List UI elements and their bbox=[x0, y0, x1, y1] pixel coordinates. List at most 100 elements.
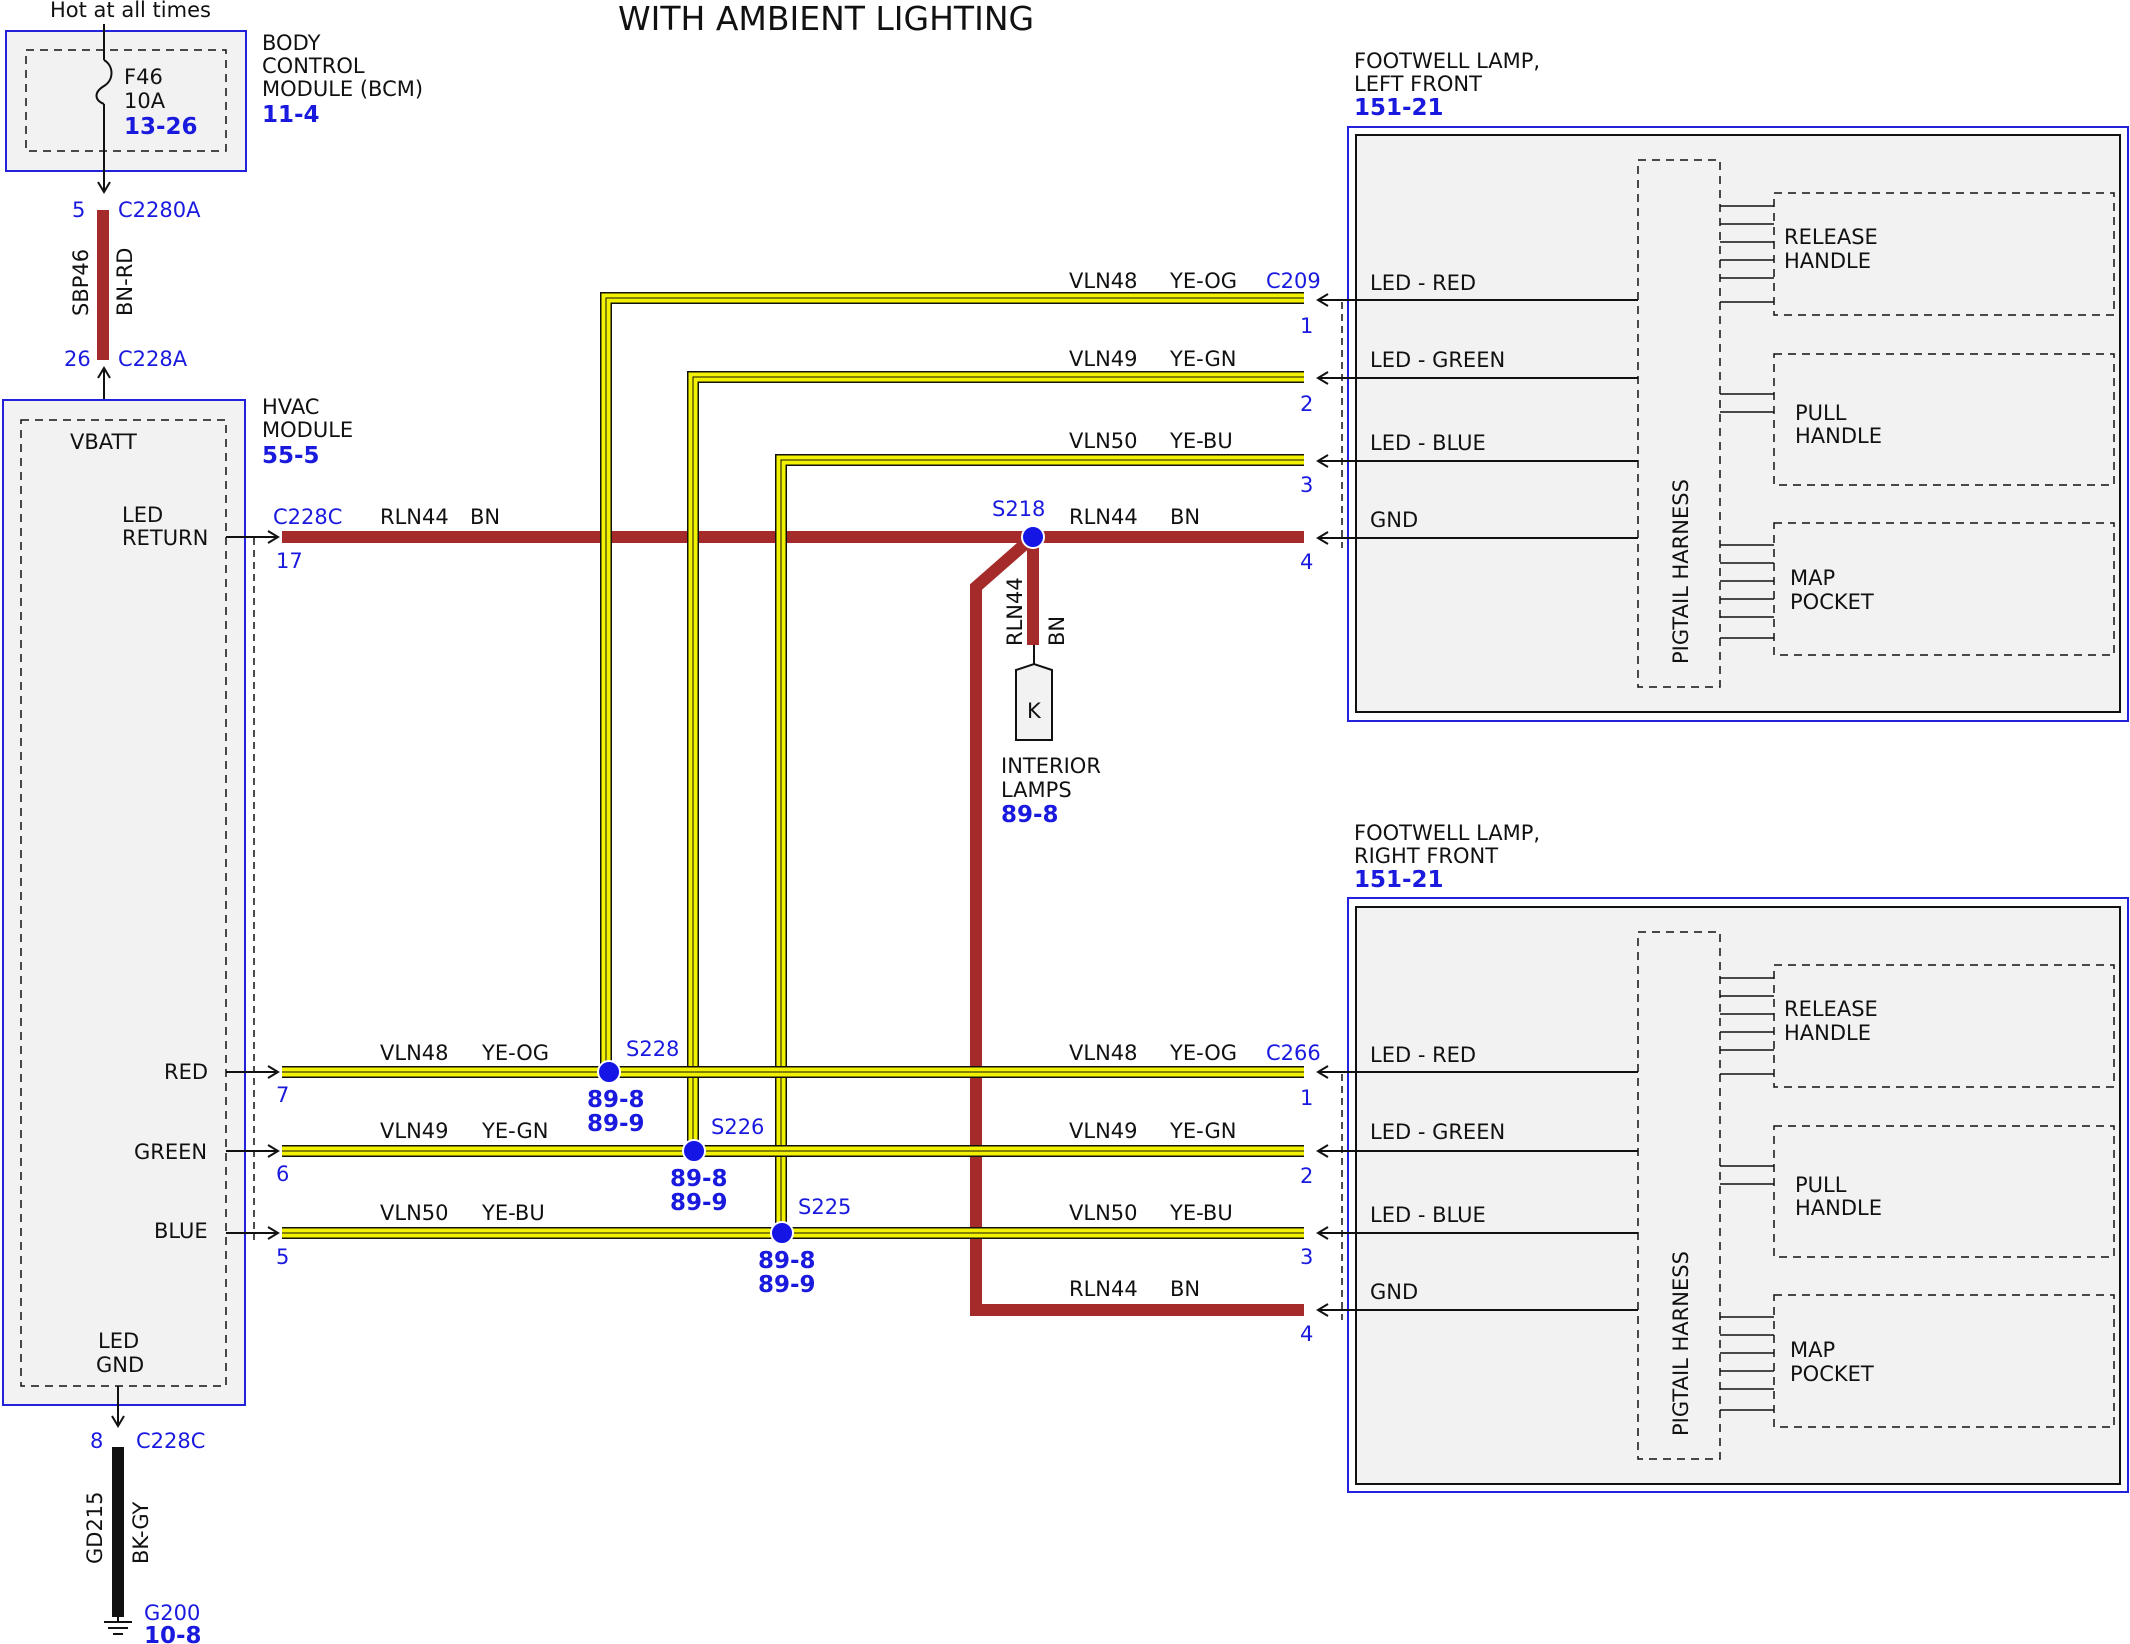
footwell-right-release-line2: HANDLE bbox=[1784, 1021, 1871, 1045]
footwell-right-signal-red: LED - RED bbox=[1370, 1043, 1476, 1067]
footwell-right-release-handle-lamp bbox=[1773, 964, 2115, 1088]
fuse-name: F46 bbox=[124, 65, 163, 89]
wire-vln50-left-front bbox=[775, 454, 1304, 1233]
ground-circuit-label: GD215 bbox=[83, 1491, 107, 1564]
vln50-right-color: YE-BU bbox=[1169, 1201, 1233, 1225]
footwell-left-module bbox=[1347, 126, 2129, 722]
hvac-pin-7: 7 bbox=[276, 1083, 289, 1107]
ground-name: G200 bbox=[144, 1601, 200, 1625]
hvac-led-gnd-line2: GND bbox=[96, 1353, 144, 1377]
bcm-ref: 11-4 bbox=[262, 102, 320, 128]
splice-s225 bbox=[770, 1221, 794, 1245]
splice-s225-ref2: 89-9 bbox=[758, 1272, 816, 1298]
splice-s218-label: S218 bbox=[992, 497, 1045, 521]
footwell-right-map-line1: MAP bbox=[1790, 1338, 1835, 1362]
footwell-right-ref: 151-21 bbox=[1354, 867, 1444, 893]
interior-lamps-letter: K bbox=[1027, 699, 1042, 723]
vln49-right-color: YE-GN bbox=[1169, 1119, 1236, 1143]
footwell-left-name-line1: FOOTWELL LAMP, bbox=[1354, 49, 1540, 73]
hvac-module bbox=[2, 399, 246, 1406]
vln48-top-circuit: VLN48 bbox=[1069, 269, 1138, 293]
splice-s228 bbox=[597, 1060, 621, 1084]
rln44-left-color: BN bbox=[470, 505, 500, 529]
power-label: Hot at all times bbox=[50, 0, 211, 22]
footwell-left-signal-blue: LED - BLUE bbox=[1370, 431, 1486, 455]
rln44-bottom-color: BN bbox=[1170, 1277, 1200, 1301]
feed-bottom-connector: C228A bbox=[118, 347, 188, 371]
wire-sbp46 bbox=[97, 210, 109, 360]
footwell-right-map-line2: POCKET bbox=[1790, 1362, 1874, 1386]
footwell-left-pin-2: 2 bbox=[1300, 392, 1313, 416]
footwell-right-pigtail-harness bbox=[1637, 931, 1721, 1460]
rln44-right-circuit: RLN44 bbox=[1069, 505, 1138, 529]
footwell-left-signal-gnd: GND bbox=[1370, 508, 1418, 532]
footwell-left-pin-4: 4 bbox=[1300, 550, 1313, 574]
footwell-left-pigtail-harness bbox=[1637, 159, 1721, 688]
vln50-right-circuit: VLN50 bbox=[1069, 1201, 1138, 1225]
hvac-vbatt-label: VBATT bbox=[70, 430, 137, 454]
footwell-right-pin-2: 2 bbox=[1300, 1164, 1313, 1188]
fuse-f46-symbol bbox=[95, 59, 113, 105]
diagram-title: WITH AMBIENT LIGHTING bbox=[618, 0, 1034, 38]
rln44-bottom-circuit: RLN44 bbox=[1069, 1277, 1138, 1301]
footwell-left-pull-line1: PULL bbox=[1795, 401, 1847, 425]
vln48-right-color: YE-OG bbox=[1169, 1041, 1237, 1065]
footwell-left-connector: C209 bbox=[1266, 269, 1321, 293]
splice-s226 bbox=[682, 1139, 706, 1163]
vln49-left-circuit: VLN49 bbox=[380, 1119, 449, 1143]
hvac-led-return-line1: LED bbox=[122, 503, 163, 527]
hvac-ref: 55-5 bbox=[262, 443, 320, 469]
fuse-rating: 10A bbox=[124, 89, 166, 113]
ground-pin: 8 bbox=[90, 1429, 103, 1453]
footwell-left-pin-1: 1 bbox=[1300, 314, 1313, 338]
interior-lamps-name-line1: INTERIOR bbox=[1001, 754, 1101, 778]
ground-connector: C228C bbox=[136, 1429, 205, 1453]
hvac-pin-5: 5 bbox=[276, 1245, 289, 1269]
feed-bottom-pin: 26 bbox=[64, 347, 91, 371]
bcm-name-line3: MODULE (BCM) bbox=[262, 77, 423, 101]
hvac-name-line2: MODULE bbox=[262, 418, 353, 442]
splice-s226-ref2: 89-9 bbox=[670, 1190, 728, 1216]
hvac-green-label: GREEN bbox=[134, 1140, 207, 1164]
vln50-top-color: YE-BU bbox=[1169, 429, 1233, 453]
splice-s226-label: S226 bbox=[711, 1115, 764, 1139]
splice-s228-label: S228 bbox=[626, 1037, 679, 1061]
footwell-right-connector: C266 bbox=[1266, 1041, 1321, 1065]
wire-rln44-group bbox=[282, 531, 1304, 1316]
footwell-left-release-handle-lamp bbox=[1773, 192, 2115, 316]
interior-lamps-connector-icon bbox=[1015, 662, 1053, 741]
feed-top-pin: 5 bbox=[72, 198, 85, 222]
vln48-left-color: YE-OG bbox=[481, 1041, 549, 1065]
rln44-branch-color: BN bbox=[1045, 616, 1069, 646]
hvac-blue-label: BLUE bbox=[154, 1219, 208, 1243]
footwell-right-signal-gnd: GND bbox=[1370, 1280, 1418, 1304]
footwell-right-signal-blue: LED - BLUE bbox=[1370, 1203, 1486, 1227]
interior-lamps-name-line2: LAMPS bbox=[1001, 778, 1072, 802]
footwell-left-harness-label: PIGTAIL HARNESS bbox=[1669, 479, 1693, 664]
feed-circuit-label: SBP46 bbox=[69, 249, 93, 316]
hvac-pin-6: 6 bbox=[276, 1162, 289, 1186]
vln48-right-circuit: VLN48 bbox=[1069, 1041, 1138, 1065]
splice-s218 bbox=[1021, 525, 1045, 549]
footwell-right-module bbox=[1347, 897, 2129, 1493]
vln49-top-circuit: VLN49 bbox=[1069, 347, 1138, 371]
footwell-right-map-pocket-lamp bbox=[1773, 1294, 2115, 1428]
footwell-right-name-line2: RIGHT FRONT bbox=[1354, 844, 1498, 868]
splice-s228-ref2: 89-9 bbox=[587, 1111, 645, 1137]
hvac-led-return-line2: RETURN bbox=[122, 526, 208, 550]
bcm-name-line1: BODY bbox=[262, 31, 321, 55]
rln44-branch-circuit: RLN44 bbox=[1003, 577, 1027, 646]
hvac-connector-c228c: C228C bbox=[273, 505, 342, 529]
vln48-left-circuit: VLN48 bbox=[380, 1041, 449, 1065]
splice-s225-ref1: 89-8 bbox=[758, 1248, 816, 1274]
wire-vln48-left-front bbox=[600, 292, 1304, 1072]
vln50-top-circuit: VLN50 bbox=[1069, 429, 1138, 453]
footwell-left-signal-red: LED - RED bbox=[1370, 271, 1476, 295]
fuse-ref: 13-26 bbox=[124, 114, 198, 140]
wire-vln49-left-front bbox=[687, 371, 1304, 1151]
vln48-top-color: YE-OG bbox=[1169, 269, 1237, 293]
bcm-module bbox=[5, 30, 247, 172]
footwell-right-pin-3: 3 bbox=[1300, 1245, 1313, 1269]
footwell-right-name-line1: FOOTWELL LAMP, bbox=[1354, 821, 1540, 845]
